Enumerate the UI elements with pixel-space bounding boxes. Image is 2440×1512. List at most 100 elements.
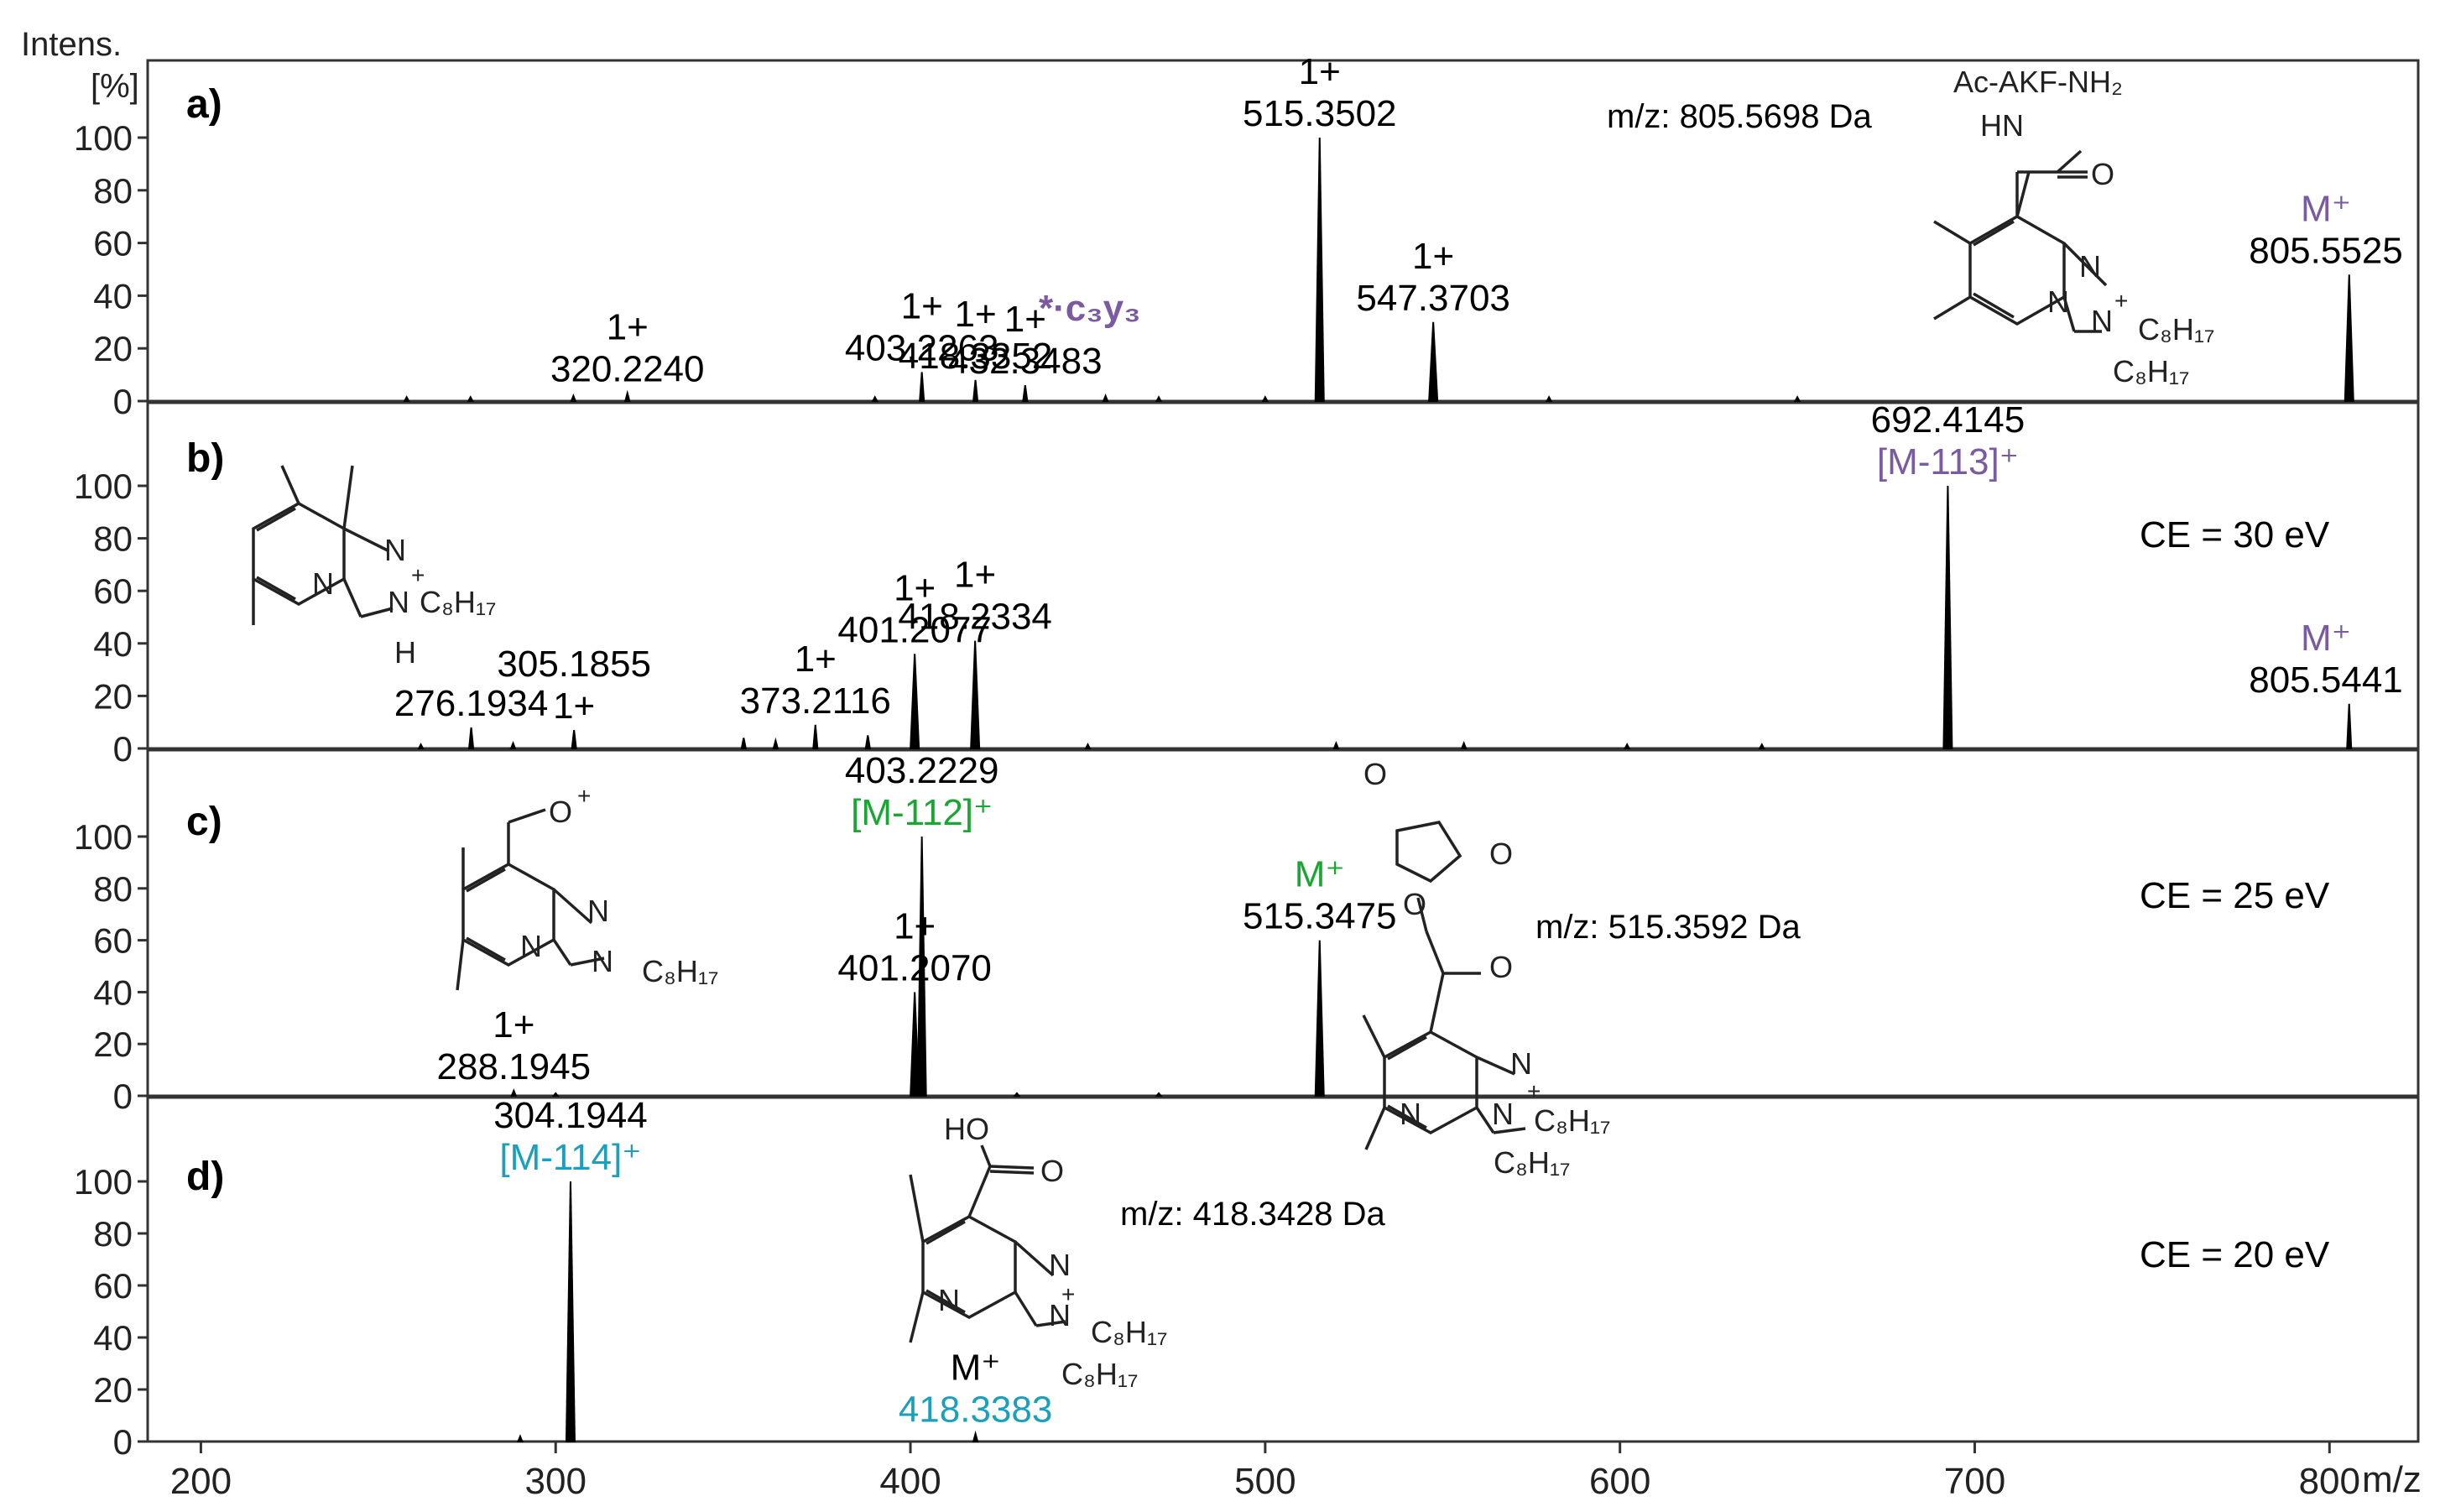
x-axis-label: m/z (2362, 1459, 2422, 1500)
peak-a (1545, 395, 1553, 402)
peak-b (1758, 743, 1765, 749)
panel-frames (146, 59, 2420, 1443)
peak-a (1793, 395, 1801, 402)
peak-a (1428, 321, 1439, 402)
panel-c-o4: O (1489, 950, 1513, 984)
peak-label-a: 432.3483 (948, 341, 1103, 382)
peak-b (812, 724, 819, 749)
peak-label-c: 1+ (493, 1004, 534, 1045)
y-tick-label: 20 (93, 329, 133, 368)
y-tick-label: 80 (93, 519, 133, 559)
y-tick-label: 100 (74, 467, 133, 506)
y-tick-label: 0 (113, 1422, 133, 1462)
y-axis-label: Intens. (21, 26, 122, 63)
panel-b-h: H (394, 635, 416, 670)
panel-a-octyl1: C₈H₁₇ (2138, 312, 2214, 347)
y-tick-label: 40 (93, 972, 133, 1012)
panel-b-n3: N (388, 585, 409, 619)
peak-label-a: 515.3502 (1243, 93, 1397, 134)
panel-d-ce: CE = 20 eV (2140, 1234, 2330, 1275)
panel-a-c3y3-label: *·c₃y₃ (1039, 288, 1140, 329)
panel-a-n1: N (2079, 249, 2101, 284)
peak-b (571, 729, 577, 749)
peak-b (467, 727, 475, 749)
peak-c (910, 992, 920, 1097)
y-tick-label: 100 (74, 1162, 133, 1202)
peak-label-c: 288.1945 (437, 1046, 592, 1087)
peak-c (1314, 940, 1325, 1097)
y-tick-label: 60 (93, 571, 133, 611)
peak-label-a: 547.3703 (1356, 278, 1510, 319)
panel-d-ho: HO (944, 1112, 989, 1146)
panel-c-o2: O (1489, 837, 1513, 871)
panel-c-n1: N (587, 894, 609, 928)
y-tick-label: 60 (93, 921, 133, 961)
x-tick-label: 300 (525, 1461, 587, 1502)
peak-label-c: 401.2070 (837, 947, 992, 988)
y-tick-label: 60 (93, 1266, 133, 1306)
peak-label-d: M⁺ (951, 1348, 1001, 1389)
peak-label-b: M⁺ (2301, 618, 2351, 659)
x-tick-label: 700 (1944, 1461, 2005, 1502)
peak-label-a: 403.2263 (845, 327, 999, 368)
peak-a (919, 372, 925, 402)
panel-d-label: d) (186, 1155, 224, 1199)
panel-b-ce: CE = 30 eV (2140, 514, 2330, 555)
panel-c-structure-labels: O + N N N C₈H₁₇ O O O O N N + N C₈H₁₇ C₈… (520, 757, 1610, 1180)
peak-c (510, 1088, 518, 1097)
peak-b (2346, 703, 2353, 749)
panel-d-octyl1: C₈H₁₇ (1091, 1315, 1167, 1349)
panel-a-plus: + (2114, 288, 2128, 314)
peak-label-a: 1+ (1412, 236, 1454, 277)
panel-d-mz-text: m/z: 418.3428 Da (1120, 1196, 1385, 1233)
panel-d-plus: + (1061, 1281, 1075, 1307)
peak-b (417, 743, 425, 749)
peak-a (1261, 395, 1270, 402)
panel-a-n2: N (2047, 284, 2069, 319)
panel-d-frame (146, 1096, 2420, 1443)
panel-a-hn: HN (1980, 108, 2024, 143)
spectrum-peaks (403, 137, 2354, 1442)
y-tick-label: 20 (93, 1025, 133, 1064)
peak-a (871, 395, 879, 402)
peak-a (1155, 395, 1163, 402)
peak-b (970, 640, 981, 749)
panel-c-n2: N (520, 929, 542, 963)
panel-a-frame (146, 59, 2420, 403)
y-tick-label: 0 (113, 382, 133, 421)
peak-label-a: 1+ (901, 285, 943, 326)
peak-a (1314, 137, 1325, 402)
panel-a-peptide: Ac-AKF-NH₂ (1953, 65, 2123, 99)
peak-label-a: 1+ (1004, 299, 1046, 340)
peak-label-d: [M-114]⁺ (499, 1137, 641, 1178)
panel-b-frame (146, 401, 2420, 750)
panel-d-n1: N (1049, 1248, 1071, 1282)
panel-b-structure (252, 465, 394, 625)
panel-a-o: O (2091, 157, 2114, 191)
y-tick-label: 100 (74, 118, 133, 158)
panel-a-octyl2: C₈H₁₇ (2113, 354, 2189, 388)
peak-a (570, 394, 577, 402)
y-axis-unit: [%] (91, 68, 139, 105)
panel-b-label: b) (186, 436, 224, 481)
peak-label-c: 403.2229 (845, 750, 999, 791)
peak-label-a: M⁺ (2301, 188, 2351, 229)
peak-b (509, 741, 517, 749)
panel-c-octyl2: C₈H₁₇ (1494, 1145, 1570, 1180)
panel-c-ce: CE = 25 eV (2140, 875, 2330, 916)
panel-b-octyl: C₈H₁₇ (420, 585, 496, 619)
peak-b (1460, 741, 1468, 749)
peak-a (1022, 385, 1029, 402)
peak-label-d: 304.1944 (493, 1095, 648, 1136)
peak-b (864, 735, 871, 749)
peak-label-a: 1+ (954, 294, 996, 335)
y-tick-label: 40 (93, 624, 133, 664)
panel-a-mz-text: m/z: 805.5698 Da (1607, 98, 1872, 135)
peak-label-b: 373.2116 (740, 680, 891, 722)
panel-a-structure-labels: Ac-AKF-NH₂ HN O N N + N C₈H₁₇ C₈H₁₇ (1953, 65, 2214, 388)
y-tick-label: 80 (93, 869, 133, 909)
peak-label-a: 805.5525 (2249, 230, 2403, 271)
panel-c-frame (146, 748, 2420, 1098)
